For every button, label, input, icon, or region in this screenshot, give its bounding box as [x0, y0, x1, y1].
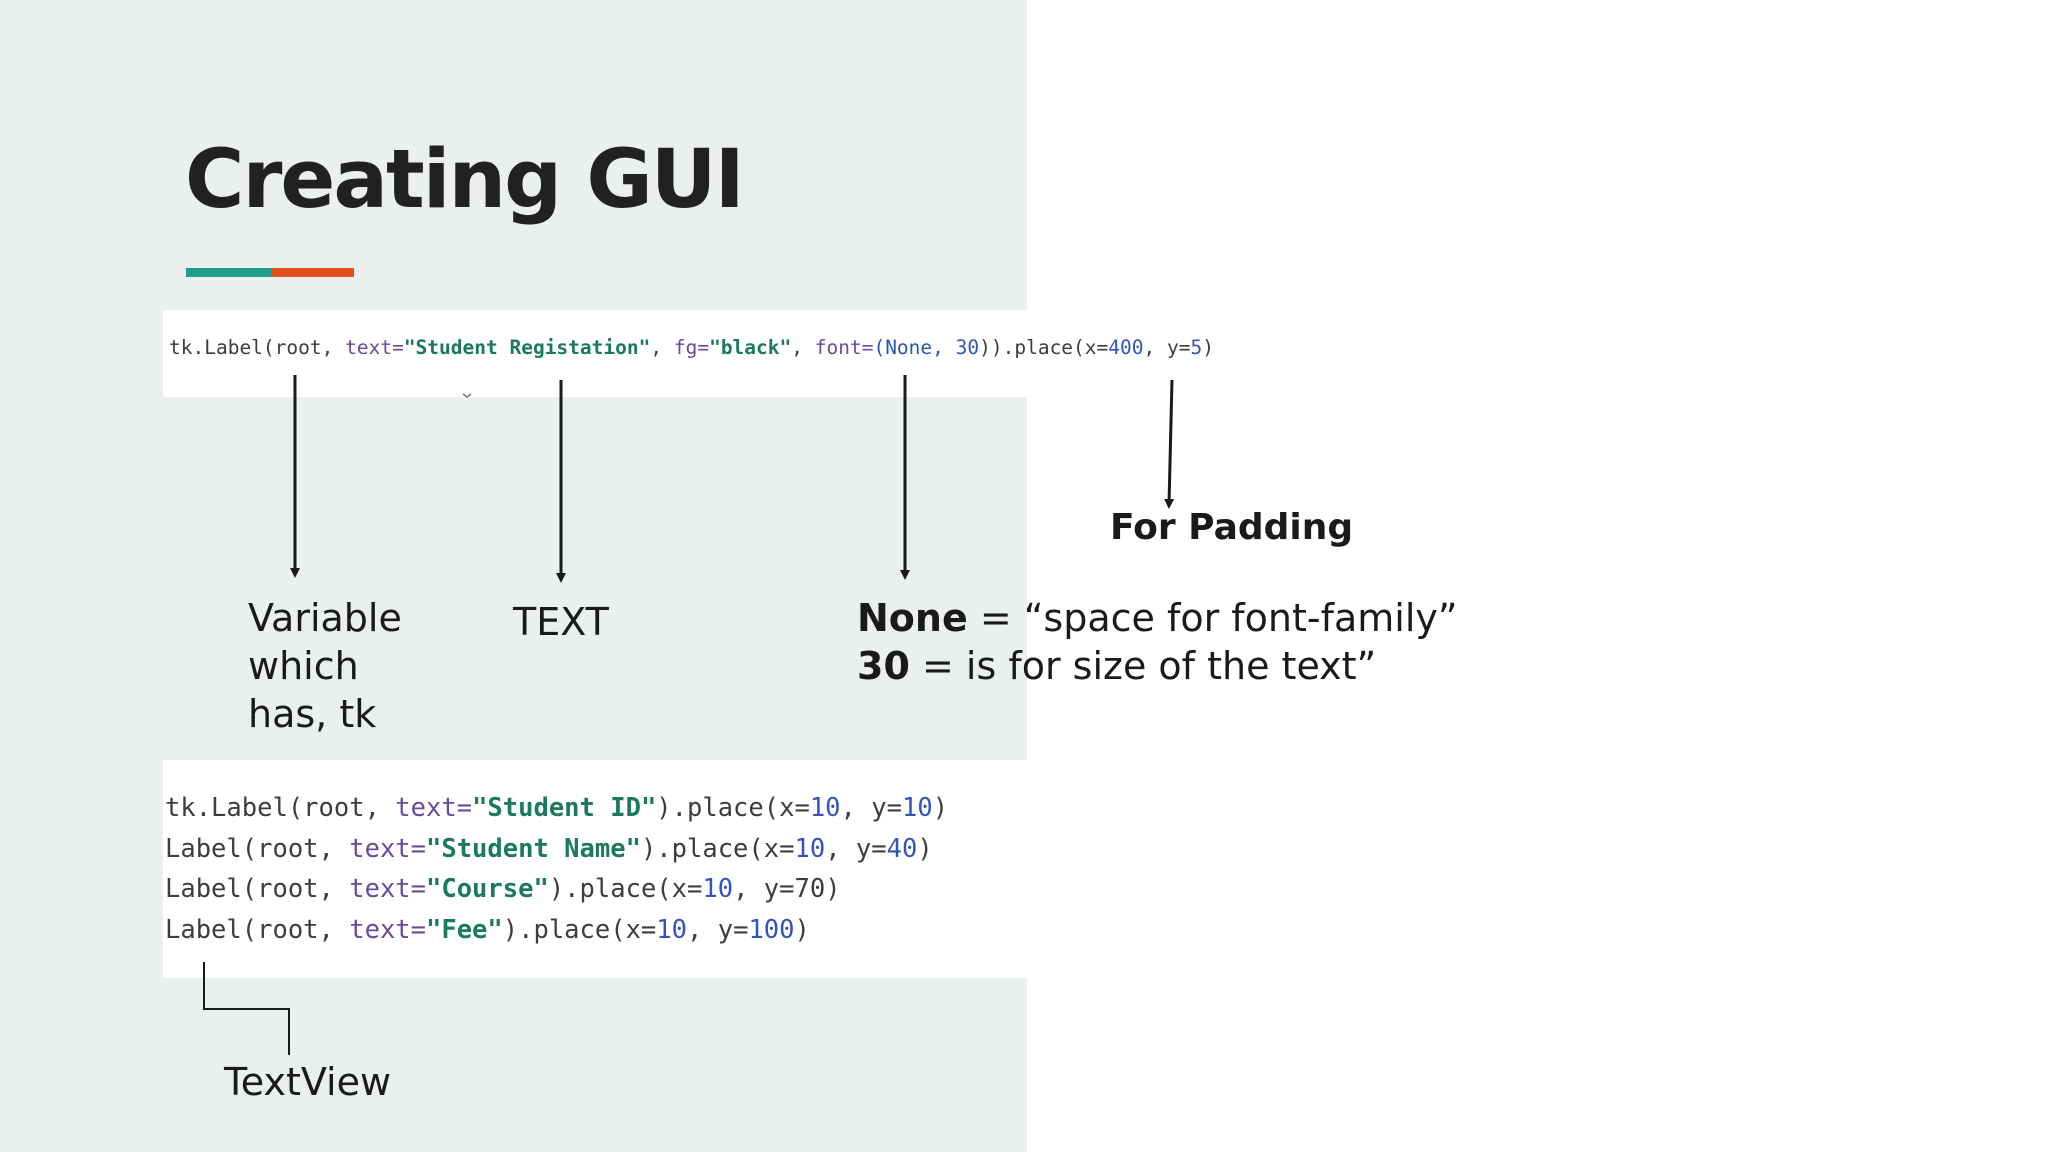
code-token: tk.Label(root,	[165, 793, 396, 823]
code-token: ).place(x=	[548, 874, 703, 905]
code-snippet-labels: tk.Label(root, text="Student ID").place(…	[163, 760, 1027, 978]
code-token: ).place(x=	[640, 833, 795, 864]
code-token: Label(root,	[165, 914, 350, 945]
annotation-textview: TextView	[224, 1060, 392, 1104]
annotation-size: 30 = is for size of the text”	[857, 642, 1376, 690]
code-lines: tk.Label(root, text="Student ID").place(…	[165, 788, 948, 950]
annotation-line: has, tk	[248, 692, 377, 736]
code-token: , y=	[1143, 336, 1191, 359]
code-token: 40	[886, 833, 918, 864]
none-description: = “space for font-family”	[967, 596, 1458, 640]
code-token: )	[932, 793, 949, 823]
code-token: 10	[702, 874, 734, 905]
code-token: text=	[395, 793, 473, 823]
size-description: = is for size of the text”	[909, 644, 1377, 688]
code-token: 10	[794, 833, 826, 864]
code-token: "Fee"	[426, 914, 503, 945]
code-token: , y=	[825, 833, 887, 864]
slide-title: Creating GUI	[185, 133, 745, 227]
code-token: ).place(x=	[656, 793, 810, 823]
code-token: "Student Registation"	[403, 336, 651, 359]
code-token: 10	[809, 793, 841, 823]
code-token: Label(root,	[165, 874, 350, 905]
code-token: )).place(x=	[979, 336, 1109, 359]
connector-textview	[203, 962, 290, 1055]
code-token: text=	[345, 336, 404, 359]
code-line: Label(root, text="Course").place(x=10, y…	[165, 869, 948, 910]
code-token: "Student Name"	[426, 833, 641, 864]
code-token: 10	[656, 914, 688, 945]
annotation-padding: For Padding	[1110, 507, 1354, 548]
code-token: 400	[1108, 336, 1144, 359]
caret-mark	[462, 393, 472, 398]
none-keyword: None	[857, 596, 968, 640]
code-token: text=	[349, 874, 426, 905]
code-token: tk.Label(root,	[169, 336, 346, 359]
title-accent-bar	[186, 268, 354, 277]
code-token: )	[1202, 336, 1214, 359]
code-line: tk.Label(root, text="Student ID").place(…	[165, 788, 948, 829]
accent-teal-segment	[186, 268, 272, 277]
code-token: , y=	[687, 914, 749, 945]
code-snippet-label: tk.Label(root, text="Student Registation…	[163, 310, 1214, 397]
code-token: )	[794, 914, 810, 945]
code-token: ).place(x=	[502, 914, 657, 945]
code-token: "Course"	[426, 874, 549, 905]
code-token: ,	[791, 336, 815, 359]
code-token: (None,	[873, 336, 956, 359]
code-line: tk.Label(root, text="Student Registation…	[169, 336, 1214, 359]
code-token: 10	[901, 793, 933, 823]
annotation-line: which	[248, 644, 359, 688]
size-value: 30	[857, 644, 910, 688]
code-token: "black"	[709, 336, 792, 359]
code-line: Label(root, text="Student Name").place(x…	[165, 829, 948, 870]
code-line: Label(root, text="Fee").place(x=10, y=10…	[165, 910, 948, 951]
code-token: )	[917, 833, 933, 864]
code-token: 30	[955, 336, 980, 359]
code-token: 5	[1190, 336, 1203, 359]
annotation-none: None = “space for font-family”	[857, 594, 1458, 642]
arrow-padding	[1164, 379, 1175, 509]
code-token: Label(root,	[165, 833, 350, 864]
code-token: text=	[349, 833, 426, 864]
code-token: font=	[814, 336, 874, 359]
annotation-text: TEXT	[513, 600, 609, 644]
code-token: 100	[748, 914, 795, 945]
code-token: text=	[349, 914, 426, 945]
code-token: , y=	[840, 793, 902, 823]
code-token: ,	[650, 336, 674, 359]
code-token: fg=	[673, 336, 710, 359]
annotation-line: Variable	[248, 596, 402, 640]
code-token: "Student ID"	[472, 793, 657, 823]
accent-orange-segment	[272, 268, 354, 277]
code-token: , y=70)	[733, 874, 841, 905]
